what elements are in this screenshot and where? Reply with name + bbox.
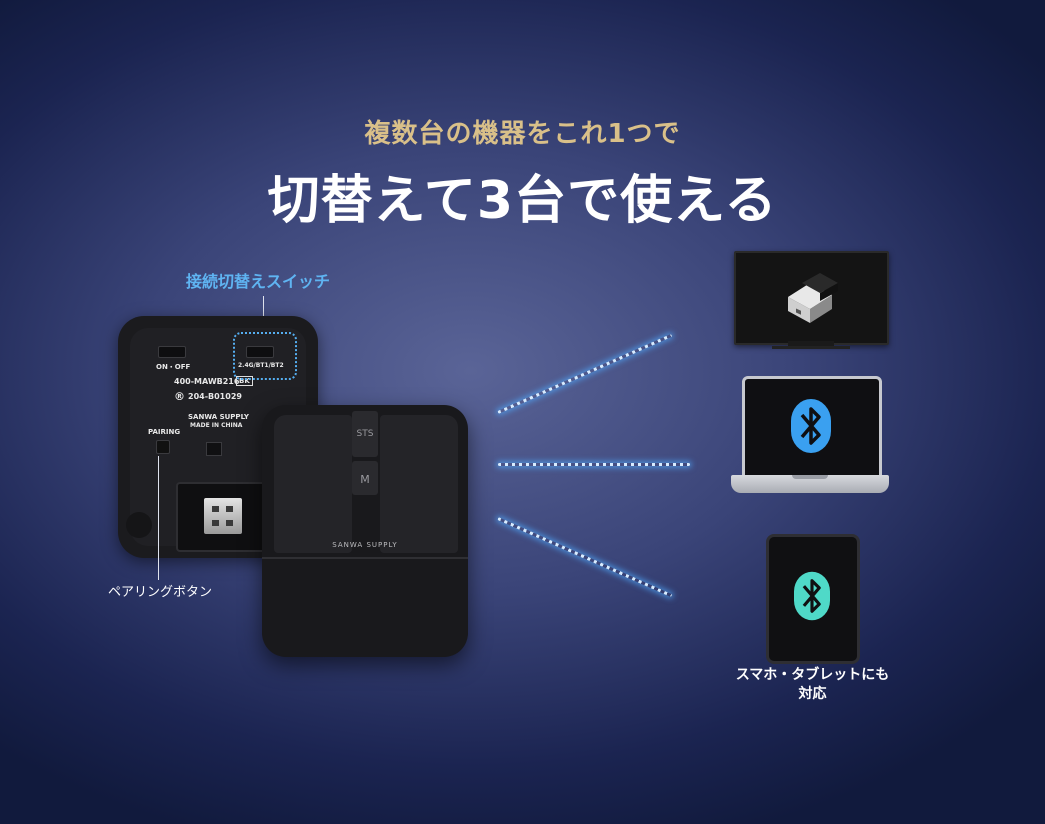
subtitle: 複数台の機器をこれ1つで — [364, 119, 681, 149]
sensor-window — [206, 442, 222, 456]
pairing-label: PAIRING — [148, 428, 181, 436]
usb-receiver — [176, 482, 268, 552]
pairing-callout-label: ペアリングボタン — [108, 585, 213, 600]
tablet-bluetooth-icon — [766, 534, 860, 664]
front-brand: SANWA SUPPLY — [332, 541, 398, 549]
back-brand: SANWA SUPPLY — [188, 413, 250, 421]
right-click-button — [380, 415, 458, 553]
color-code: BK — [236, 376, 253, 386]
mouse-front-view: STS M SANWA SUPPLY — [262, 405, 468, 657]
laptop-bluetooth-icon — [742, 376, 882, 478]
pairing-callout-line — [158, 456, 159, 580]
usb-dongle-icon — [788, 273, 838, 323]
switch-highlight — [233, 332, 297, 380]
pairing-button — [156, 440, 170, 454]
cert-mark-icon: ® — [174, 390, 185, 403]
bluetooth-icon — [791, 399, 831, 453]
page-title: 切替えて3台で使える — [267, 171, 778, 231]
connection-switch — [246, 346, 274, 358]
usb-plug — [204, 498, 242, 534]
smartphone-caption: スマホ・タブレットにも 対応 — [720, 666, 905, 704]
laptop-notch — [792, 475, 828, 479]
laptop-base — [731, 475, 889, 493]
model-number: 400-MAWB216 — [174, 377, 240, 386]
power-switch — [158, 346, 186, 358]
caption-line-2: 対応 — [798, 686, 827, 702]
origin-label: MADE IN CHINA — [190, 422, 243, 429]
tv-with-usb-dongle-icon — [734, 251, 889, 345]
tv-stand — [788, 341, 834, 347]
switch-callout-label: 接続切替えスイッチ — [186, 272, 331, 291]
switch-modes-label: 2.4G/BT1/BT2 — [238, 362, 284, 369]
tv-foot — [772, 346, 850, 349]
foot-pad — [126, 512, 152, 538]
beam-to-laptop — [498, 463, 690, 466]
bluetooth-icon — [794, 571, 830, 621]
cert-number: 204-B01029 — [188, 392, 242, 401]
beam-to-tv — [497, 333, 673, 414]
on-off-label: ON・OFF — [156, 363, 191, 371]
switch-callout-line — [263, 296, 264, 332]
sts-button: STS — [352, 411, 378, 457]
beam-to-tablet — [497, 517, 673, 598]
m-button: M — [352, 461, 378, 495]
caption-line-1: スマホ・タブレットにも — [735, 667, 890, 683]
left-click-button — [274, 415, 352, 553]
palm-rest-divider — [262, 557, 468, 559]
